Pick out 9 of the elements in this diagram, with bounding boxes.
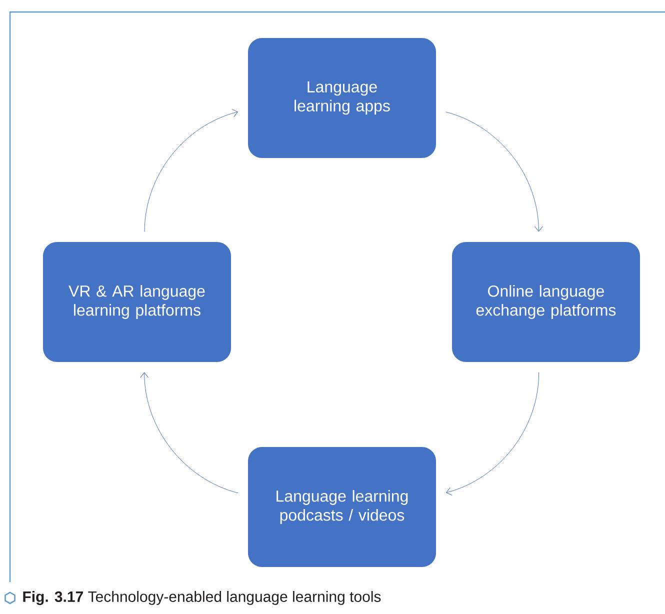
- arrow: [144, 108, 238, 232]
- process-box: Language learning apps: [248, 38, 436, 158]
- arrow: [446, 372, 540, 496]
- arrow: [140, 372, 238, 494]
- process-box: VR & AR language learning platforms: [43, 242, 231, 362]
- process-box: Online language exchange platforms: [452, 242, 640, 362]
- process-box: Language learning podcasts / videos: [248, 447, 436, 567]
- caption: Fig. 3.17 Technology-enabled language learning tools: [23, 590, 381, 606]
- arrow: [446, 112, 543, 232]
